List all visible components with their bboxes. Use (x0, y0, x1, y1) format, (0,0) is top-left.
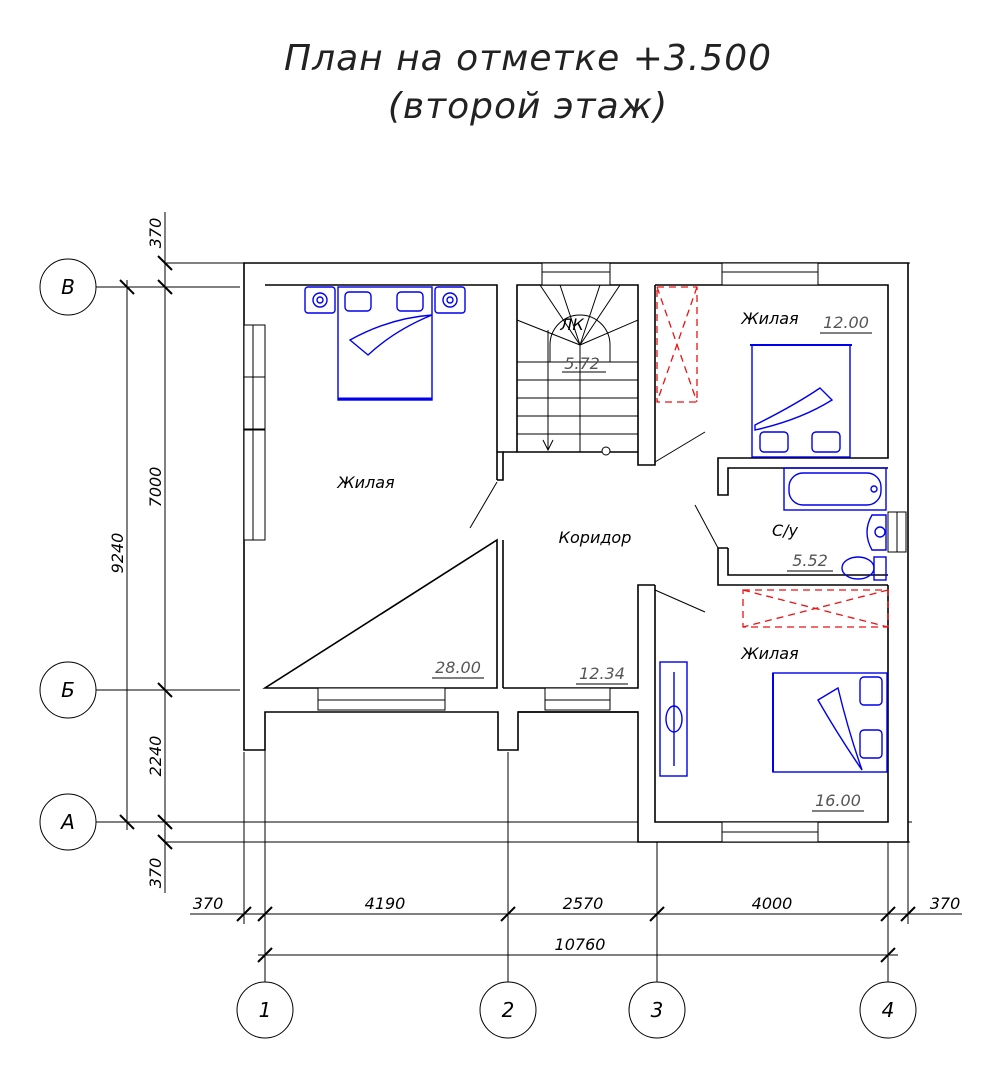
room-area-living-bottom-right: 16.00 (815, 791, 861, 810)
dim-4000: 4000 (752, 894, 793, 913)
room-area-living-left: 28.00 (435, 658, 481, 677)
title-line-2: (второй этаж) (388, 86, 668, 127)
axis-col-3: 3 (651, 998, 664, 1022)
dim-4190: 4190 (365, 894, 406, 913)
room-label-living-left: Жилая (336, 473, 395, 492)
room-label-living-bottom-right: Жилая (740, 644, 799, 663)
bed-top-right (750, 344, 852, 458)
dim-2240: 2240 (146, 736, 165, 777)
dim-9240: 9240 (108, 533, 127, 574)
dim-10760: 10760 (555, 935, 606, 954)
axis-row-v: В (61, 275, 75, 299)
dim-top-370: 370 (146, 218, 165, 249)
axis-col-2: 2 (502, 998, 515, 1022)
axis-row-b: Б (61, 678, 75, 702)
stair-label: ЛК (559, 315, 584, 334)
title-line-1: План на отметке +3.500 (284, 38, 772, 79)
dim-left-370: 370 (193, 894, 224, 913)
staircase (516, 284, 639, 456)
bathtub (783, 467, 887, 511)
door-leaves (469, 431, 719, 613)
dim-2570: 2570 (563, 894, 604, 913)
stair-area: 5.72 (564, 354, 600, 373)
axis-circles (39, 258, 917, 1039)
room-label-living-top-right: Жилая (740, 309, 799, 328)
furniture (304, 286, 888, 777)
axis-row-a: А (59, 810, 75, 834)
dimension-lines (96, 212, 962, 982)
room-label-bathroom: С/у (772, 521, 799, 540)
dashed-zones (656, 286, 889, 628)
dim-right-370: 370 (930, 894, 961, 913)
dim-7000: 7000 (146, 467, 165, 508)
room-area-corridor: 12.34 (579, 664, 625, 683)
bed-bottom-right (772, 672, 888, 773)
wardrobe (659, 661, 688, 777)
axis-col-4: 4 (882, 998, 895, 1022)
room-area-living-top-right: 12.00 (823, 313, 869, 332)
sink (866, 514, 887, 551)
toilet (841, 556, 887, 581)
room-label-corridor: Коридор (559, 528, 632, 547)
dim-bottom-370: 370 (146, 858, 165, 889)
axis-col-1: 1 (259, 998, 272, 1022)
room-area-bathroom: 5.52 (792, 551, 828, 570)
bed-left (304, 286, 466, 401)
windows (243, 262, 907, 843)
